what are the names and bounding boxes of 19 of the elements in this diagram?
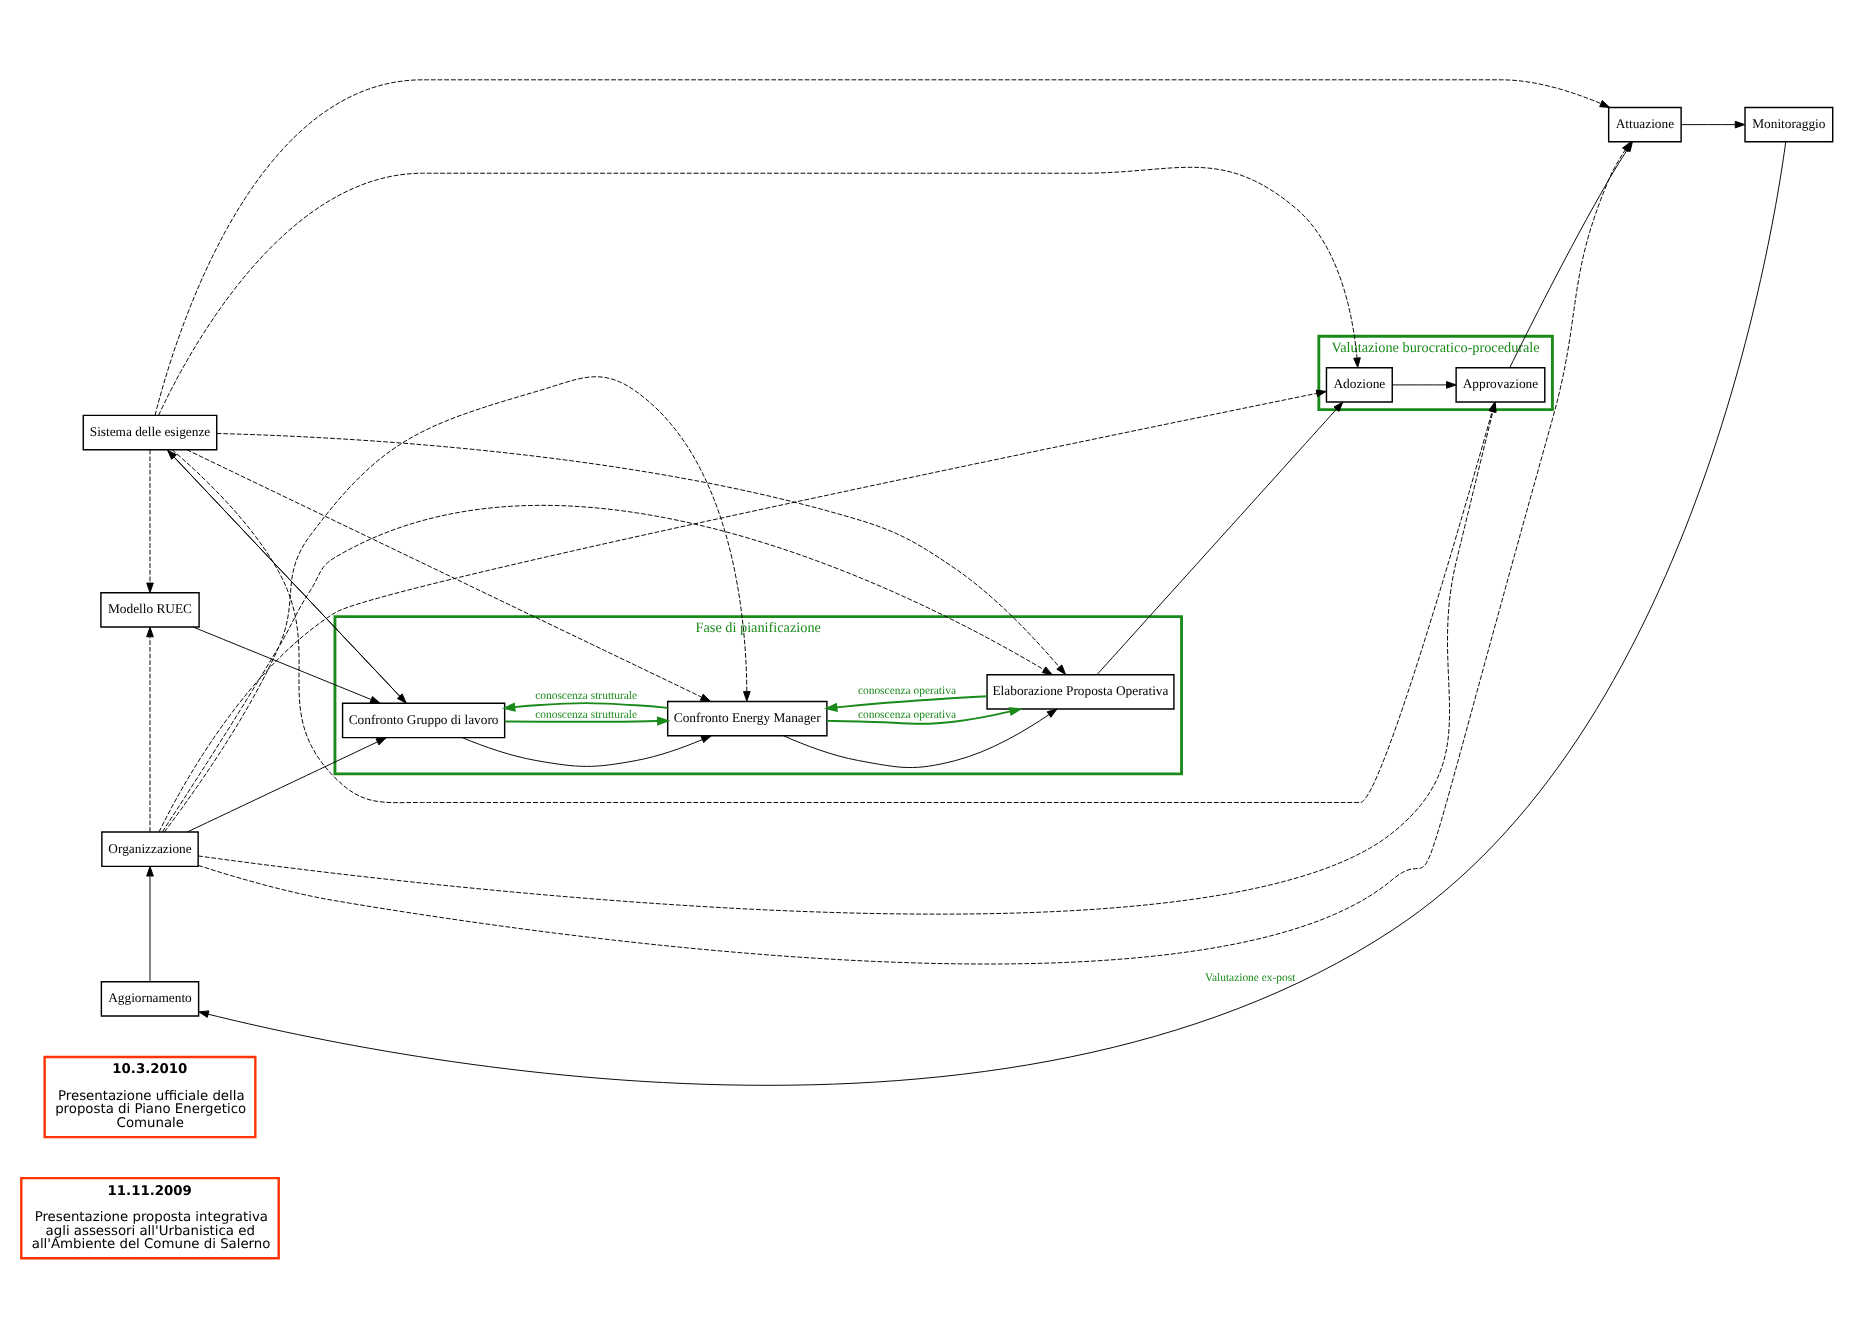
arrow: [192, 625, 381, 703]
arrow: [783, 707, 1058, 767]
arrow: [146, 625, 154, 832]
arrow: [1392, 380, 1457, 388]
arrow: [461, 734, 712, 766]
arrow: [824, 694, 988, 711]
arrow: [158, 388, 1327, 832]
arrow: [216, 432, 1066, 674]
arrow: [826, 706, 1023, 724]
arrow: [146, 865, 154, 982]
arrow: [146, 448, 154, 593]
arrow: [186, 736, 387, 832]
arrow: [502, 701, 669, 711]
arrow: [163, 375, 751, 832]
arrow: [503, 715, 671, 725]
arrow: [158, 165, 1361, 415]
arrow: [1680, 119, 1746, 128]
arrow: [161, 504, 1053, 832]
arrow: [1096, 400, 1344, 674]
